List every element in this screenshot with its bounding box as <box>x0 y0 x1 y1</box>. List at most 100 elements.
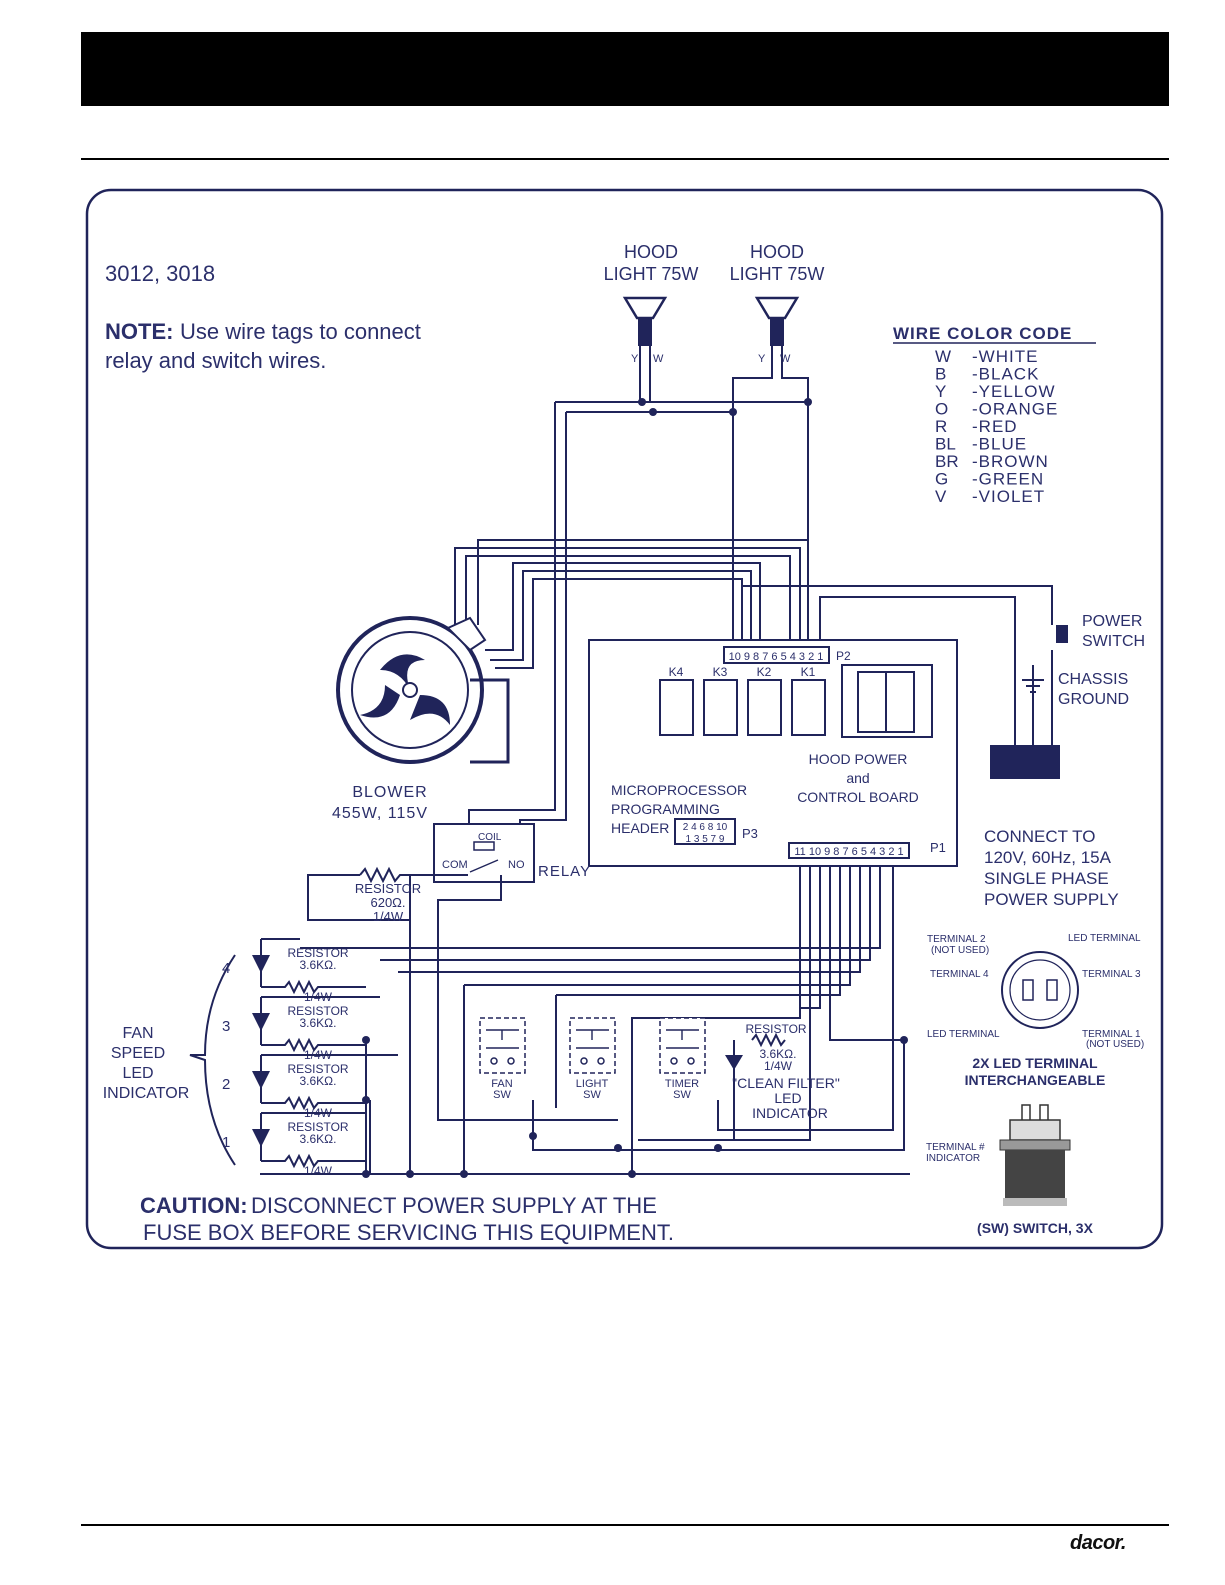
power-switch-line2: SWITCH <box>1082 633 1145 650</box>
ground-line1: CHASSIS <box>1058 671 1128 688</box>
switch-box-0 <box>479 1017 526 1074</box>
lamp-base-icon <box>638 318 652 346</box>
p1-label: P1 <box>930 840 946 855</box>
clean-filter-ohm: 3.6KΩ. <box>760 1047 797 1061</box>
wire-code-3: O <box>935 400 948 419</box>
relay-com: COM <box>442 859 468 871</box>
relay-label: RELAY <box>538 863 591 880</box>
hood-light-2-line1: HOOD <box>750 242 804 262</box>
switch-caption: (SW) SWITCH, 3X <box>977 1220 1094 1236</box>
resistor-icon <box>261 1095 366 1111</box>
term-led-top: LED TERMINAL <box>1068 933 1141 944</box>
led-ohm-2: 3.6KΩ. <box>300 1074 337 1088</box>
relay-box-k2 <box>747 679 782 736</box>
blower-line2: 455W, 115V <box>332 805 428 822</box>
model-numbers: 3012, 3018 <box>105 261 215 286</box>
wire-code-8: V <box>935 487 947 506</box>
switch-photo-icon <box>999 1104 1071 1206</box>
switch-line1-0: FAN <box>491 1078 512 1090</box>
hood-light-1-wire-left: Y <box>631 353 639 365</box>
control-line2: and <box>846 770 869 786</box>
wire-code-0: W <box>935 347 951 366</box>
relay-no: NO <box>508 859 525 871</box>
p3-top: 2 4 6 8 10 <box>683 822 728 833</box>
clean-filter-line3: INDICATOR <box>752 1105 828 1121</box>
hood-light-2: HOOD LIGHT 75W Y W <box>730 242 825 365</box>
wire-name-5: -BLUE <box>972 435 1027 454</box>
caution-line2: FUSE BOX BEFORE SERVICING THIS EQUIPMENT… <box>143 1220 674 1245</box>
p1-pins: 11 10 9 8 7 6 5 4 3 2 1 <box>794 846 903 858</box>
light-wiring <box>468 346 812 840</box>
lamp-icon <box>754 296 800 320</box>
clean-filter-indicator: RESISTOR 3.6KΩ. 1/4W "CLEAN FILTER" LED … <box>725 1022 840 1140</box>
switch-box-2 <box>659 1017 706 1074</box>
clean-filter-line1: "CLEAN FILTER" <box>732 1075 840 1091</box>
power-section: POWER SWITCH CHASSIS GROUND CONNECT TO 1… <box>984 613 1145 909</box>
switch-box-1 <box>569 1017 616 1074</box>
led-num-2: 2 <box>222 1076 230 1093</box>
term-t1: TERMINAL 1 <box>1082 1029 1141 1040</box>
led-watt-3: 1/4W <box>304 1164 333 1178</box>
led-ohm-3: 3.6KΩ. <box>300 1132 337 1146</box>
term-t2-note: (NOT USED) <box>931 945 989 956</box>
micro-line3: HEADER <box>611 820 669 836</box>
relay-resistor-line2: 620Ω. <box>370 895 405 910</box>
wire-code-4: R <box>935 417 947 436</box>
relay-resistor-line3: 1/4W <box>373 909 404 924</box>
led-res-1: RESISTOR <box>287 1004 348 1018</box>
term-led-bottom: LED TERMINAL <box>927 1029 1000 1040</box>
fan-speed-line3: LED <box>122 1065 153 1082</box>
wire-color-code: WIRE COLOR CODE W-WHITEB-BLACKY-YELLOWO-… <box>893 324 1096 506</box>
fan-speed-leds: 4RESISTOR3.6KΩ.1/4W3RESISTOR3.6KΩ.1/4W2R… <box>222 938 398 1178</box>
resistor-icon <box>261 1153 366 1169</box>
control-line3: CONTROL BOARD <box>797 789 919 805</box>
diagram-frame <box>85 188 1164 1250</box>
relay-label-1: K3 <box>713 665 728 679</box>
lamp-icon <box>622 296 668 320</box>
wire-code-1: B <box>935 365 946 384</box>
blower: BLOWER 455W, 115V <box>332 616 510 822</box>
term-caption1: 2X LED TERMINAL <box>972 1055 1098 1071</box>
clean-filter-line2: LED <box>774 1090 801 1106</box>
resistor-620-icon <box>359 866 468 884</box>
led-ohm-0: 3.6KΩ. <box>300 958 337 972</box>
relay-label-0: K4 <box>669 665 684 679</box>
micro-line1: MICROPROCESSOR <box>611 782 747 798</box>
wire-name-3: -ORANGE <box>972 400 1058 419</box>
led-num-0: 4 <box>222 960 230 977</box>
wire-name-0: -WHITE <box>972 347 1038 366</box>
header-rule <box>81 158 1169 160</box>
wire-code-6: BR <box>935 452 959 471</box>
led-ohm-1: 3.6KΩ. <box>300 1016 337 1030</box>
clean-filter-res: RESISTOR <box>745 1022 806 1036</box>
led-res-3: RESISTOR <box>287 1120 348 1134</box>
hood-light-1-wire-right: W <box>653 353 664 365</box>
hood-light-1: HOOD LIGHT 75W Y W <box>604 242 699 365</box>
supply-line2: 120V, 60Hz, 15A <box>984 848 1112 867</box>
p3-label: P3 <box>742 826 758 841</box>
wire-code-7: G <box>935 470 948 489</box>
wire-name-2: -YELLOW <box>972 382 1056 401</box>
footer-rule <box>81 1524 1169 1526</box>
resistor-icon <box>261 1037 366 1053</box>
hood-light-2-line2: LIGHT 75W <box>730 264 825 284</box>
relay-box-k4 <box>659 679 694 736</box>
ground-icon <box>1022 679 1044 693</box>
header-bar <box>81 32 1169 106</box>
hood-light-2-wire-left: Y <box>758 353 766 365</box>
term-indicator1: TERMINAL # <box>926 1142 985 1153</box>
ground-line2: GROUND <box>1058 691 1129 708</box>
terminal-detail: TERMINAL 2 (NOT USED) LED TERMINAL TERMI… <box>926 933 1144 1236</box>
relay-label-3: K1 <box>801 665 816 679</box>
term-t2: TERMINAL 2 <box>927 934 986 945</box>
wire-color-code-title: WIRE COLOR CODE <box>893 324 1072 343</box>
p3-bottom: 1 3 5 7 9 <box>686 834 725 845</box>
relay-box-k3 <box>703 679 738 736</box>
term-caption2: INTERCHANGEABLE <box>965 1072 1106 1088</box>
led-num-1: 3 <box>222 1018 230 1035</box>
hood-light-2-wire-right: W <box>780 353 791 365</box>
bus-wiring <box>260 866 910 1178</box>
blower-line1: BLOWER <box>352 784 427 801</box>
